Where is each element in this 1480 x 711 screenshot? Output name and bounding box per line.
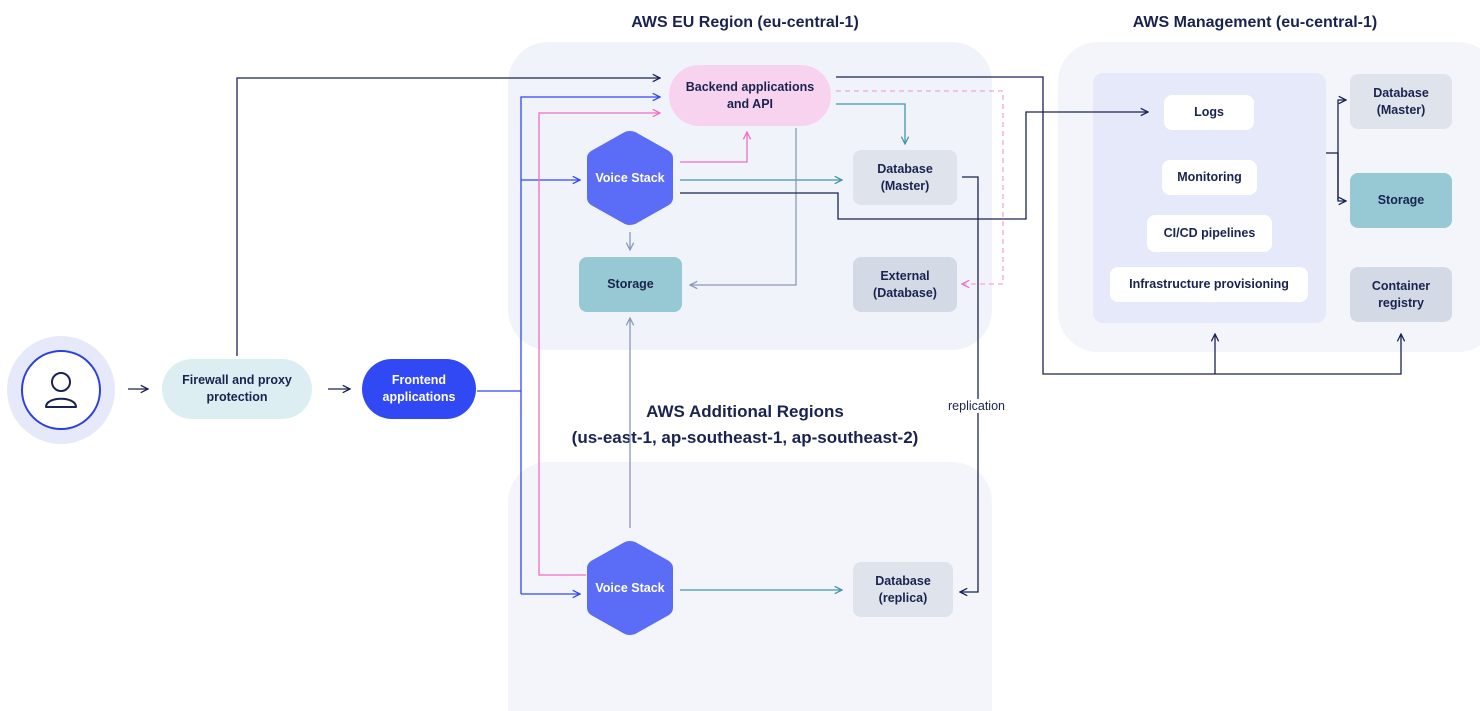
management-title: AWS Management (eu-central-1) xyxy=(1132,14,1378,31)
infrastructure-provisioning-node[interactable]: Infrastructure provisioning xyxy=(1110,267,1308,302)
storage-eu-node[interactable]: Storage xyxy=(579,257,682,312)
voice-stack-additional-node[interactable]: Voice Stack xyxy=(585,538,675,638)
database-master-eu-node[interactable]: Database (Master) xyxy=(853,150,957,205)
monitoring-node[interactable]: Monitoring xyxy=(1162,160,1257,195)
frontend-node[interactable]: Frontend applications xyxy=(362,359,476,419)
eu-region-title: AWS EU Region (eu-central-1) xyxy=(631,14,859,31)
additional-regions-subtitle: (us-east-1, ap-southeast-1, ap-southeast… xyxy=(571,428,919,447)
container-registry-node[interactable]: Container registry xyxy=(1350,267,1452,322)
additional-regions-title: AWS Additional Regions xyxy=(646,402,844,421)
user-avatar[interactable] xyxy=(7,336,115,444)
firewall-node[interactable]: Firewall and proxy protection xyxy=(162,359,312,419)
backend-node[interactable]: Backend applications and API xyxy=(669,65,831,126)
cicd-node[interactable]: CI/CD pipelines xyxy=(1147,215,1272,252)
storage-mgmt-node[interactable]: Storage xyxy=(1350,173,1452,228)
replication-label: replication xyxy=(946,399,1007,413)
user-icon xyxy=(45,372,77,408)
database-replica-node[interactable]: Database (replica) xyxy=(853,562,953,617)
user-ring xyxy=(21,350,101,430)
hexagon-shape xyxy=(587,541,673,635)
database-master-mgmt-node[interactable]: Database (Master) xyxy=(1350,74,1452,129)
logs-node[interactable]: Logs xyxy=(1164,95,1254,130)
hexagon-shape xyxy=(587,131,673,225)
external-database-node[interactable]: External (Database) xyxy=(853,257,957,312)
voice-stack-eu-label: Voice Stack xyxy=(595,171,665,185)
voice-stack-additional-label: Voice Stack xyxy=(595,581,665,595)
voice-stack-eu-node[interactable]: Voice Stack xyxy=(585,128,675,228)
